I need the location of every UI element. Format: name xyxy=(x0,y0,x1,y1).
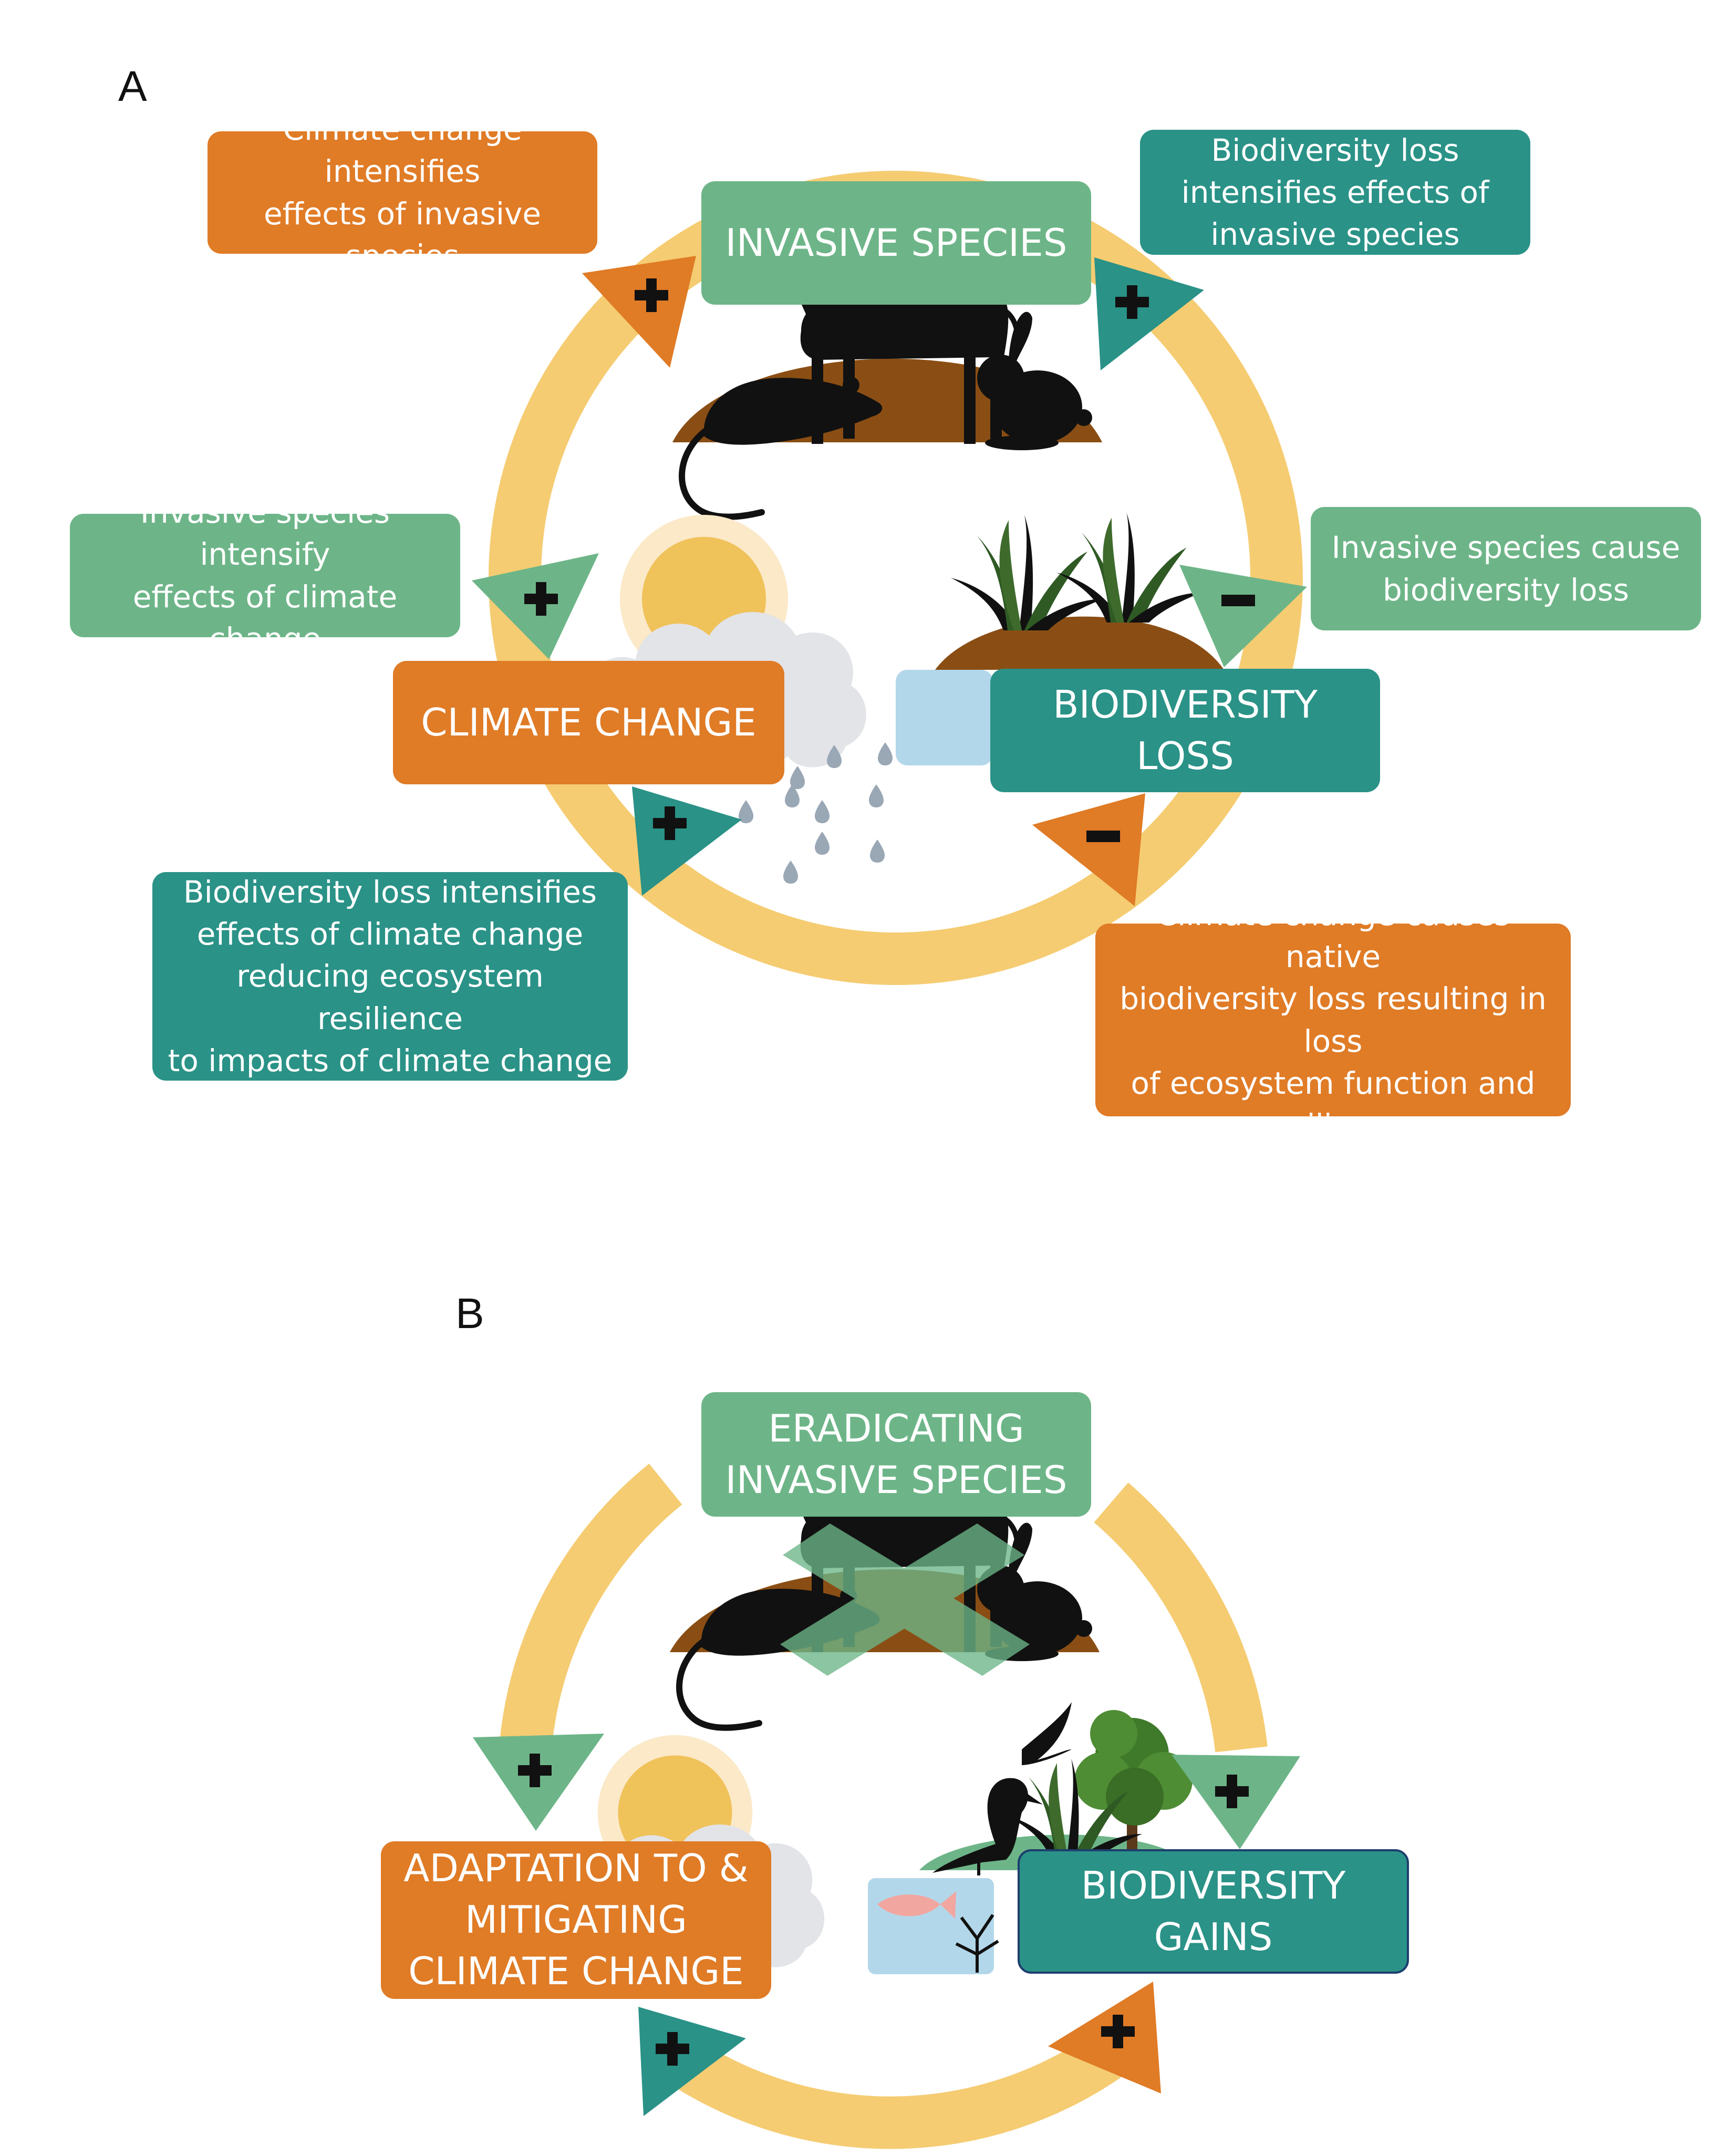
arrowhead-plus xyxy=(472,553,599,659)
arrowhead-plus xyxy=(638,2007,746,2116)
node-label: CLIMATE CHANGE xyxy=(421,700,756,744)
arrowhead-plus xyxy=(582,256,696,368)
note-loss-intensifies-climate: Biodiversity loss intensifies effects of… xyxy=(152,872,628,1081)
panel-b: B xyxy=(455,1290,1300,2149)
note-text: Biodiversity loss intensifies effects of… xyxy=(1181,132,1489,253)
note-climate-intensifies-invasive: Climate change intensifies effects of in… xyxy=(208,111,597,274)
node-invasive-species: INVASIVE SPECIES xyxy=(701,181,1091,305)
note-biodiversity-loss-intensifies-invasive: Biodiversity loss intensifies effects of… xyxy=(1140,130,1530,255)
grass-icon xyxy=(951,515,1103,630)
node-label: ERADICATING INVASIVE SPECIES xyxy=(725,1406,1067,1502)
cycle-arc-right xyxy=(1094,1483,1268,1753)
soil-mound xyxy=(935,616,1224,670)
panel-a: A xyxy=(118,63,1307,985)
water-patch xyxy=(896,670,993,765)
arrowhead-plus xyxy=(1048,1982,1161,2093)
coral-icon xyxy=(955,1914,999,1973)
note-invasive-intensify-climate: Invasive species intensify effects of cl… xyxy=(70,494,460,657)
node-label: BIODIVERSITY GAINS xyxy=(1081,1863,1346,1959)
node-label: BIODIVERSITY LOSS xyxy=(1053,682,1318,778)
eradicated-animals-illustration xyxy=(670,1431,1100,1728)
arrowhead-plus xyxy=(1172,1755,1300,1849)
node-eradicating-invasive-species: ERADICATING INVASIVE SPECIES xyxy=(701,1392,1091,1517)
arrowhead-plus xyxy=(473,1734,604,1831)
arrowhead-plus xyxy=(1094,257,1204,370)
arrowhead-plus xyxy=(632,786,742,896)
water-patch xyxy=(868,1878,994,1974)
bird-icon xyxy=(932,1778,1043,1875)
note-text: Invasive species cause biodiversity loss xyxy=(1331,530,1681,608)
fish-icon xyxy=(877,1891,956,1919)
biodiversity-illustration xyxy=(896,513,1224,765)
invasive-animals-illustration xyxy=(672,222,1102,517)
arrowhead-minus xyxy=(1179,565,1307,667)
arrowhead-minus xyxy=(1032,793,1145,906)
note-text: Biodiversity loss intensifies effects of… xyxy=(168,874,613,1079)
note-text: Invasive species intensify effects of cl… xyxy=(132,494,398,657)
panel-b-letter: B xyxy=(455,1290,484,1338)
note-invasive-cause-loss: Invasive species cause biodiversity loss xyxy=(1311,507,1701,630)
node-biodiversity-loss: BIODIVERSITY LOSS xyxy=(990,669,1380,792)
node-adaptation-mitigating-climate: ADAPTATION TO & MITIGATING CLIMATE CHANG… xyxy=(381,1841,771,1999)
note-climate-causes-loss: Climate change causes native biodiversit… xyxy=(1095,897,1571,1143)
node-label: INVASIVE SPECIES xyxy=(725,220,1067,265)
bird-icon xyxy=(1022,1702,1072,1765)
node-biodiversity-gains: BIODIVERSITY GAINS xyxy=(1018,1849,1409,1974)
note-text: Climate change intensifies effects of in… xyxy=(263,111,542,274)
tree-icon xyxy=(1074,1710,1193,1865)
node-label: ADAPTATION TO & MITIGATING CLIMATE CHANG… xyxy=(403,1846,749,1993)
node-climate-change: CLIMATE CHANGE xyxy=(393,661,784,784)
cycle-arc-left xyxy=(499,1464,682,1752)
panel-a-letter: A xyxy=(118,63,147,110)
cross-out-icon xyxy=(780,1523,1030,1676)
note-text: Climate change causes native biodiversit… xyxy=(1120,897,1547,1143)
cycle-arc-bottom xyxy=(674,2032,1124,2149)
